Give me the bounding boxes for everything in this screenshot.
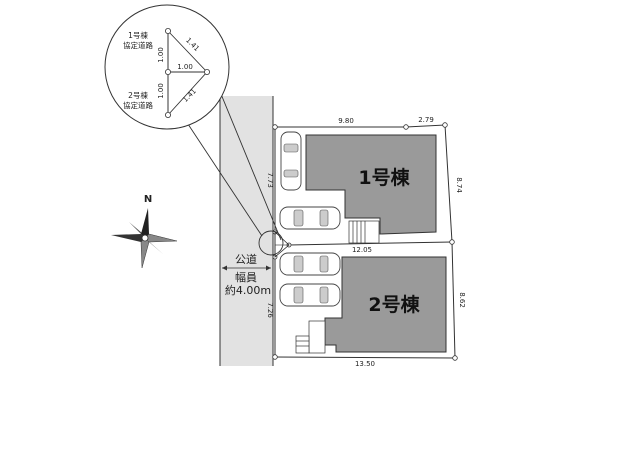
car-windshield xyxy=(293,286,304,304)
road-width-value: 約4.00m xyxy=(225,283,271,297)
car-3 xyxy=(279,252,341,276)
dim-top-right: 2.79 xyxy=(418,116,434,124)
dim-top-left: 9.80 xyxy=(338,117,354,125)
callout-points xyxy=(164,27,210,119)
dim-bottom: 13.50 xyxy=(355,360,375,368)
dim-lot1-left: 7.73 xyxy=(266,172,274,188)
callout-point xyxy=(164,27,171,34)
callout-circle xyxy=(104,4,230,130)
car-windshield xyxy=(283,143,299,153)
boundary-point xyxy=(272,354,278,360)
road-width-label: 幅員 xyxy=(235,271,257,284)
car-body xyxy=(279,283,341,307)
callout-leader-upper xyxy=(181,114,263,237)
car-body xyxy=(279,252,341,276)
stairs-1-box xyxy=(348,220,380,244)
car-rear-window xyxy=(283,169,299,178)
compass-center xyxy=(141,234,149,242)
stairs-2-lower xyxy=(295,335,310,354)
building-2 xyxy=(324,256,447,353)
boundary-point xyxy=(403,124,409,130)
building-1-label: 1号棟 xyxy=(358,166,410,189)
agreement-road-ring xyxy=(258,230,284,256)
car-4 xyxy=(279,283,341,307)
callout-lot1-label-line1: 1号棟 xyxy=(128,30,148,40)
road-name: 公道 xyxy=(235,252,257,266)
dim-divider: 12.05 xyxy=(352,246,372,254)
boundary-point xyxy=(272,124,278,130)
dim-lot2-right: 8.62 xyxy=(458,292,466,308)
compass-north xyxy=(141,208,149,238)
callout-point xyxy=(203,69,210,76)
road-arrow-head-right xyxy=(266,265,271,271)
car-rear-window xyxy=(319,255,329,273)
building-2-label: 2号棟 xyxy=(368,293,420,316)
compass-south xyxy=(140,237,150,269)
callout-vertical-upper: 1.00 xyxy=(157,47,165,63)
dim-lot1-right: 8.74 xyxy=(455,177,463,193)
road-arrow-head-left xyxy=(222,265,227,271)
car-1 xyxy=(280,131,302,191)
compass-west xyxy=(111,234,145,242)
boundary-point xyxy=(449,239,455,245)
callout-lot2-label-line1: 2号棟 xyxy=(128,90,148,100)
car-body xyxy=(279,206,341,230)
callout-lot2-label-line2: 協定道路 xyxy=(123,100,153,110)
car-windshield xyxy=(293,255,304,273)
building-1-stairs xyxy=(348,220,380,244)
compass-label: N xyxy=(144,194,152,205)
compass-east xyxy=(144,233,178,243)
car-2 xyxy=(279,206,341,230)
callout-vertical-lower: 1.00 xyxy=(157,83,165,99)
stairs-2-box xyxy=(308,320,326,354)
building-1 xyxy=(305,134,437,235)
compass-rose: N xyxy=(111,194,178,269)
public-road xyxy=(220,96,273,366)
boundary-point xyxy=(452,355,458,361)
car-windshield xyxy=(293,209,304,227)
lot-divider xyxy=(288,241,453,246)
car-body xyxy=(280,131,302,191)
car-rear-window xyxy=(319,209,329,227)
dim-lot2-left: 7.26 xyxy=(266,302,274,318)
lot-boundary xyxy=(274,124,456,359)
callout-point xyxy=(164,112,171,119)
callout-point xyxy=(164,69,171,76)
boundary-point xyxy=(442,122,448,128)
building-2-stairs xyxy=(295,320,326,354)
callout-middle: 1.00 xyxy=(177,63,193,71)
car-rear-window xyxy=(319,286,329,304)
callout-lot1-label-line2: 協定道路 xyxy=(123,40,153,50)
